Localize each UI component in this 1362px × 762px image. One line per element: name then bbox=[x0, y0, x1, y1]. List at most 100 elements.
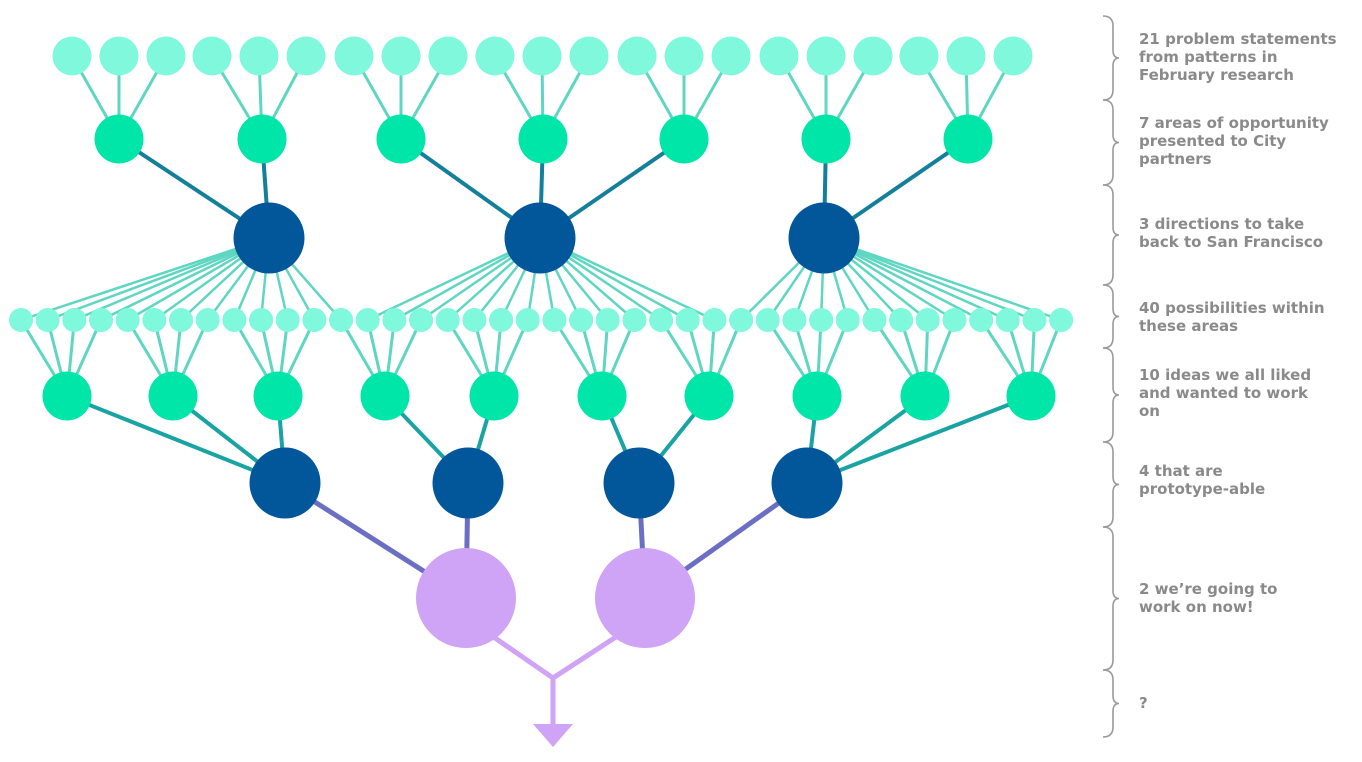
prototype-node bbox=[432, 447, 504, 519]
stage-bracket bbox=[1102, 441, 1120, 528]
possibility-node bbox=[915, 308, 940, 332]
idea-node bbox=[360, 371, 410, 421]
possibility-node bbox=[62, 308, 87, 332]
stage-bracket bbox=[1102, 184, 1120, 286]
diagram-nodes bbox=[9, 36, 1074, 648]
stage-label-prototypeable: 4 that are prototype-able bbox=[1139, 462, 1266, 498]
possibility-node bbox=[382, 308, 407, 332]
edge-prototype-to-idea bbox=[805, 394, 1033, 485]
possibility-node bbox=[1022, 308, 1047, 332]
possibility-node bbox=[169, 308, 194, 332]
idea-node bbox=[792, 371, 842, 421]
stage-bracket bbox=[1102, 669, 1120, 738]
possibility-node bbox=[489, 308, 514, 332]
possibility-node bbox=[9, 308, 33, 332]
problem-statement-node bbox=[617, 36, 657, 76]
problem-statement-node bbox=[664, 36, 704, 76]
direction-node bbox=[788, 202, 860, 274]
possibility-node bbox=[409, 308, 434, 332]
possibility-node bbox=[995, 308, 1020, 332]
possibility-node bbox=[862, 308, 887, 332]
possibility-node bbox=[142, 308, 167, 332]
problem-statement-node bbox=[759, 36, 799, 76]
problem-statement-node bbox=[899, 36, 939, 76]
stage-bracket bbox=[1102, 347, 1120, 443]
stage-label-ideas: 10 ideas we all liked and wanted to work… bbox=[1139, 366, 1312, 420]
possibility-node bbox=[435, 308, 460, 332]
idea-node bbox=[148, 371, 198, 421]
possibility-node bbox=[942, 308, 967, 332]
edge-prototype-to-idea bbox=[65, 394, 287, 485]
problem-statement-node bbox=[569, 36, 609, 76]
possibility-node bbox=[275, 308, 300, 332]
idea-node bbox=[253, 371, 303, 421]
possibility-node bbox=[35, 308, 60, 332]
prototype-node bbox=[249, 447, 321, 519]
possibility-node bbox=[542, 308, 567, 332]
outcome-arrow bbox=[533, 724, 573, 747]
final-node bbox=[595, 548, 695, 648]
possibility-node bbox=[702, 308, 727, 332]
problem-statement-node bbox=[853, 36, 893, 76]
opportunity-area-node bbox=[237, 114, 287, 164]
possibility-node bbox=[755, 308, 780, 332]
prototype-node bbox=[771, 447, 843, 519]
possibility-node bbox=[622, 308, 647, 332]
problem-statement-node bbox=[946, 36, 986, 76]
stage-bracket bbox=[1102, 284, 1120, 349]
idea-node bbox=[900, 371, 950, 421]
problem-statement-node bbox=[428, 36, 468, 76]
problem-statement-node bbox=[286, 36, 326, 76]
idea-node bbox=[684, 371, 734, 421]
possibility-node bbox=[115, 308, 140, 332]
stage-label-going-to-work-on: 2 we’re going to work on now! bbox=[1139, 580, 1278, 616]
possibility-node bbox=[222, 308, 247, 332]
problem-statement-node bbox=[993, 36, 1033, 76]
prototype-node bbox=[603, 447, 675, 519]
possibility-node bbox=[595, 308, 620, 332]
opportunity-area-node bbox=[518, 114, 568, 164]
edge-direction-to-possibility bbox=[19, 236, 271, 322]
stage-bracket bbox=[1102, 99, 1120, 186]
stage-bracket bbox=[1102, 15, 1120, 101]
possibility-node bbox=[89, 308, 114, 332]
problem-statement-node bbox=[192, 36, 232, 76]
stage-label-problem-statements: 21 problem statements from patterns in F… bbox=[1139, 30, 1337, 84]
problem-statement-node bbox=[239, 36, 279, 76]
stage-label-possibilities: 40 possibilities within these areas bbox=[1139, 299, 1325, 335]
direction-node bbox=[504, 202, 576, 274]
stage-bracket bbox=[1102, 526, 1120, 671]
idea-node bbox=[469, 371, 519, 421]
possibility-node bbox=[835, 308, 860, 332]
possibility-node bbox=[649, 308, 674, 332]
possibility-node bbox=[729, 308, 754, 332]
problem-statement-node bbox=[475, 36, 515, 76]
possibility-node bbox=[969, 308, 994, 332]
idea-node bbox=[1006, 371, 1056, 421]
opportunity-area-node bbox=[659, 114, 709, 164]
problem-statement-node bbox=[146, 36, 186, 76]
problem-statement-node bbox=[381, 36, 421, 76]
possibility-node bbox=[675, 308, 700, 332]
stage-label-unknown-outcome: ? bbox=[1139, 694, 1148, 712]
idea-node bbox=[577, 371, 627, 421]
problem-statement-node bbox=[711, 36, 751, 76]
possibility-node bbox=[809, 308, 834, 332]
stage-brackets bbox=[1102, 15, 1120, 738]
possibility-node bbox=[249, 308, 274, 332]
possibility-node bbox=[355, 308, 380, 332]
problem-statement-node bbox=[52, 36, 92, 76]
possibility-node bbox=[1049, 308, 1074, 332]
edge-direction-to-possibility bbox=[822, 236, 1036, 322]
opportunity-area-node bbox=[94, 114, 144, 164]
possibility-node bbox=[569, 308, 594, 332]
problem-statement-node bbox=[334, 36, 374, 76]
problem-statement-node bbox=[99, 36, 139, 76]
possibility-node bbox=[462, 308, 487, 332]
possibility-node bbox=[889, 308, 914, 332]
stage-label-areas-of-opportunity: 7 areas of opportunity presented to City… bbox=[1139, 114, 1329, 168]
outcome-arrow-head bbox=[533, 724, 573, 747]
problem-statement-node bbox=[522, 36, 562, 76]
edge-direction-to-possibility bbox=[822, 236, 1063, 322]
